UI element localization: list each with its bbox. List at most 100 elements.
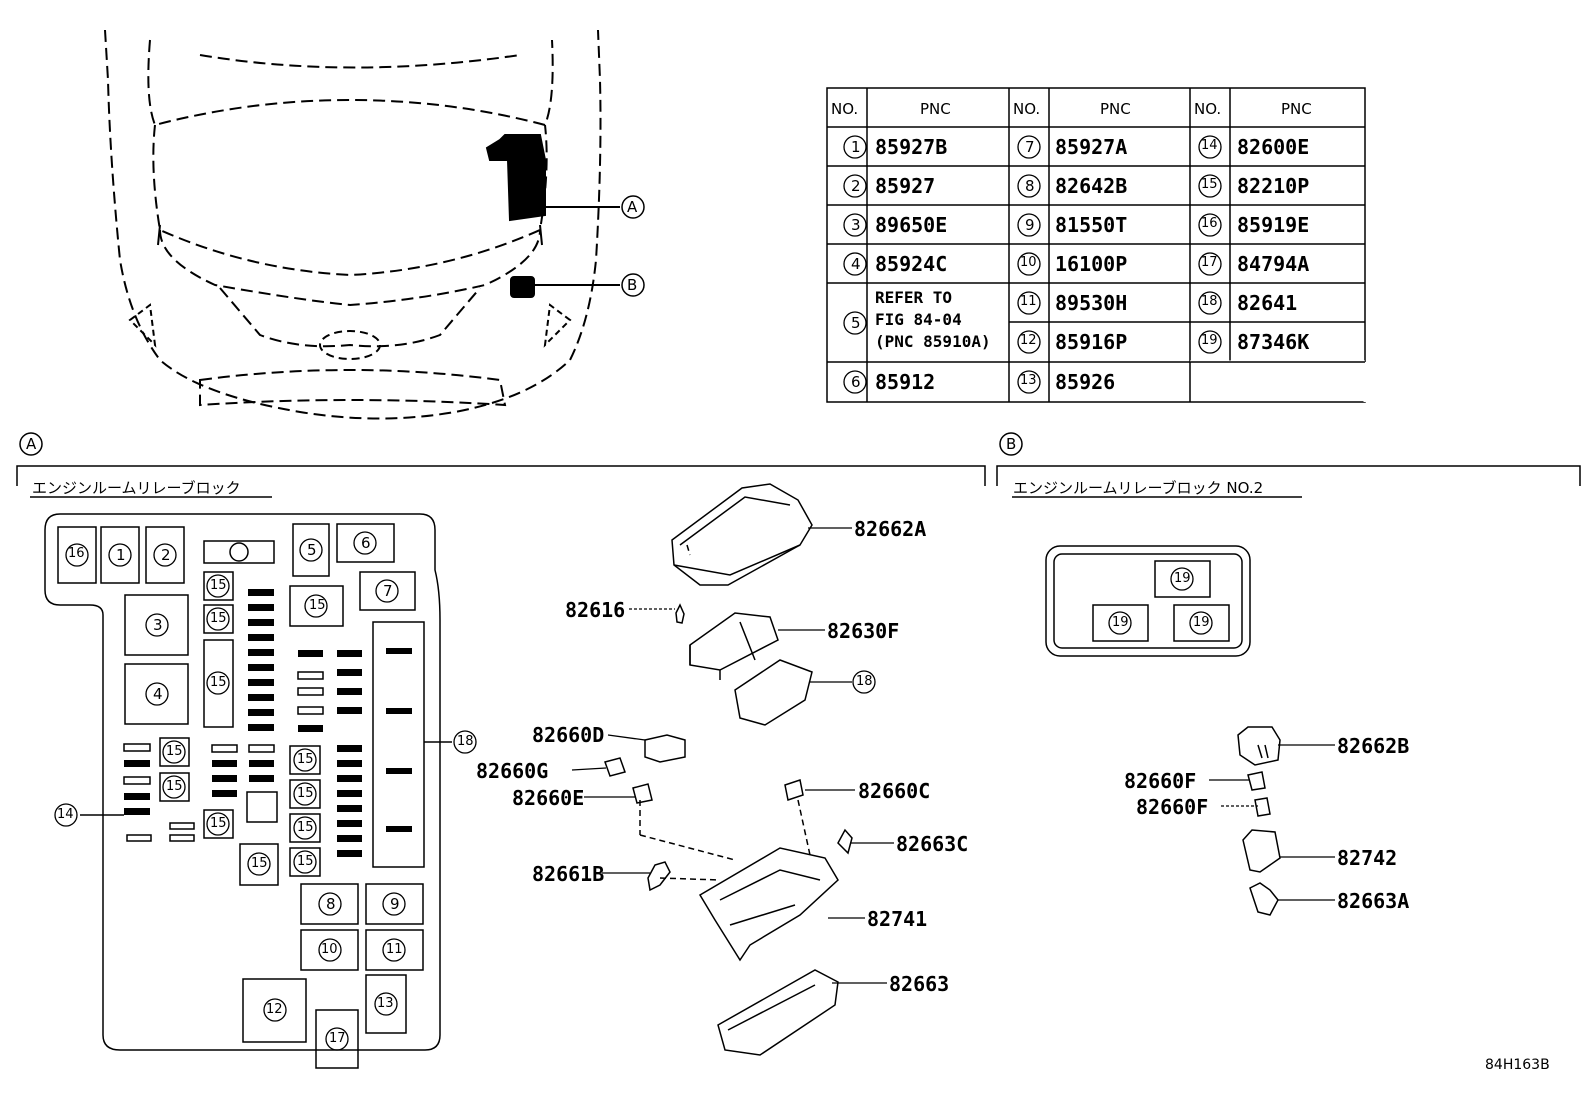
section-b-marker: B [1006,435,1017,453]
part-label: 82630F [827,619,900,643]
table-pnc: 85919E [1237,213,1310,237]
table-pnc-ref: (PNC 85910A) [875,332,991,351]
table-pnc: 16100P [1055,252,1128,276]
layout-label-15: 15 [297,854,314,869]
table-no: 11 [1020,294,1037,309]
table-no: 4 [851,255,861,273]
pnc-table-grid [826,87,1367,403]
part-label: 82660G [476,759,549,783]
layout-label: 2 [161,546,171,564]
layout-label: 17 [329,1031,346,1046]
table-pnc: 82210P [1237,174,1310,198]
table-pnc: 85926 [1055,370,1116,394]
table-no: 16 [1201,216,1218,231]
layout-label: 4 [153,685,163,703]
layout-label: 7 [383,582,393,600]
leaders-b [1209,744,1335,901]
table-header-no-2: NO. [1013,100,1041,118]
figure-code: 84H163B [1485,1057,1550,1073]
table-pnc: 85924C [875,252,948,276]
table-pnc: 85916P [1055,330,1128,354]
table-pnc: 84794A [1237,252,1310,276]
part-label: 18 [856,674,873,689]
part-label: 82660D [532,723,605,747]
table-pnc-ref: REFER TO [875,288,953,307]
section-b-title: エンジンルームリレーブロック NO.2 [1013,479,1264,497]
table-pnc: 85927 [875,174,936,198]
section-a-title: エンジンルームリレーブロック [32,479,241,497]
part-label: 82660F [1124,769,1197,793]
part-label: 82662B [1337,734,1410,758]
layout-label: 9 [390,895,400,913]
part-label: 82616 [565,598,626,622]
table-number-circles [843,135,1222,394]
section-a-marker: A [26,435,37,453]
part-label: 82663C [896,832,969,856]
layout-label: 6 [361,534,371,552]
table-no: 12 [1020,333,1037,348]
table-header-pnc-1: PNC [920,100,951,118]
layout-label: 10 [321,942,338,957]
layout-label: 5 [307,541,317,559]
table-pnc: 87346K [1237,330,1310,354]
layout-label-15: 15 [210,578,227,593]
layout-label: 16 [68,546,85,561]
view-marker-a: A [627,198,638,216]
layout-label: 14 [57,807,74,822]
part-label: 82663A [1337,889,1410,913]
part-label: 82660F [1136,795,1209,819]
layout-label-15: 15 [251,856,268,871]
table-header-pnc-2: PNC [1100,100,1131,118]
part-label: 82660C [858,779,931,803]
table-header-no-3: NO. [1194,100,1222,118]
table-pnc: 81550T [1055,213,1128,237]
table-no: 9 [1025,216,1035,234]
table-header-pnc-3: PNC [1281,100,1312,118]
layout-label-15: 15 [166,779,183,794]
section-rules [16,465,1581,498]
layout-label-15: 15 [166,744,183,759]
layout-label-15: 15 [210,816,227,831]
leaders-a [571,527,894,984]
table-pnc: 85927A [1055,135,1128,159]
table-pnc-ref: FIG 84-04 [875,310,962,329]
table-no: 17 [1201,255,1218,270]
layout-label: 1 [116,546,126,564]
table-pnc: 85912 [875,370,936,394]
table-header-no-1: NO. [831,100,859,118]
layout-label-15: 15 [210,611,227,626]
table-no: 13 [1020,373,1037,388]
table-no: 1 [851,138,861,156]
layout-label-15: 15 [297,820,314,835]
part-label: 82742 [1337,846,1398,870]
table-no: 18 [1201,294,1218,309]
layout-label: 3 [153,616,163,634]
view-marker-b: B [627,276,638,294]
part-label: 82663 [889,972,950,996]
table-no: 5 [851,314,861,332]
layout-label-15: 15 [210,675,227,690]
table-pnc: 89650E [875,213,948,237]
fuse-bars [124,589,412,857]
vehicle-front-view [104,29,620,420]
table-pnc: 82641 [1237,291,1298,315]
part-label: 82741 [867,907,928,931]
table-no: 10 [1020,255,1037,270]
layout-label: 19 [1193,615,1210,630]
layout-label: 11 [386,942,403,957]
layout-label: 13 [377,996,394,1011]
table-pnc: 82642B [1055,174,1128,198]
table-no: 2 [851,177,861,195]
relay-block-a [44,513,441,1069]
table-no: 7 [1025,138,1035,156]
layout-label: 19 [1174,571,1191,586]
layout-label: 8 [326,895,336,913]
layout-label: 19 [1112,615,1129,630]
table-pnc: 82600E [1237,135,1310,159]
layout-label: 12 [266,1002,283,1017]
table-no: 6 [851,373,861,391]
layout-label: 18 [457,734,474,749]
table-pnc: 89530H [1055,291,1128,315]
